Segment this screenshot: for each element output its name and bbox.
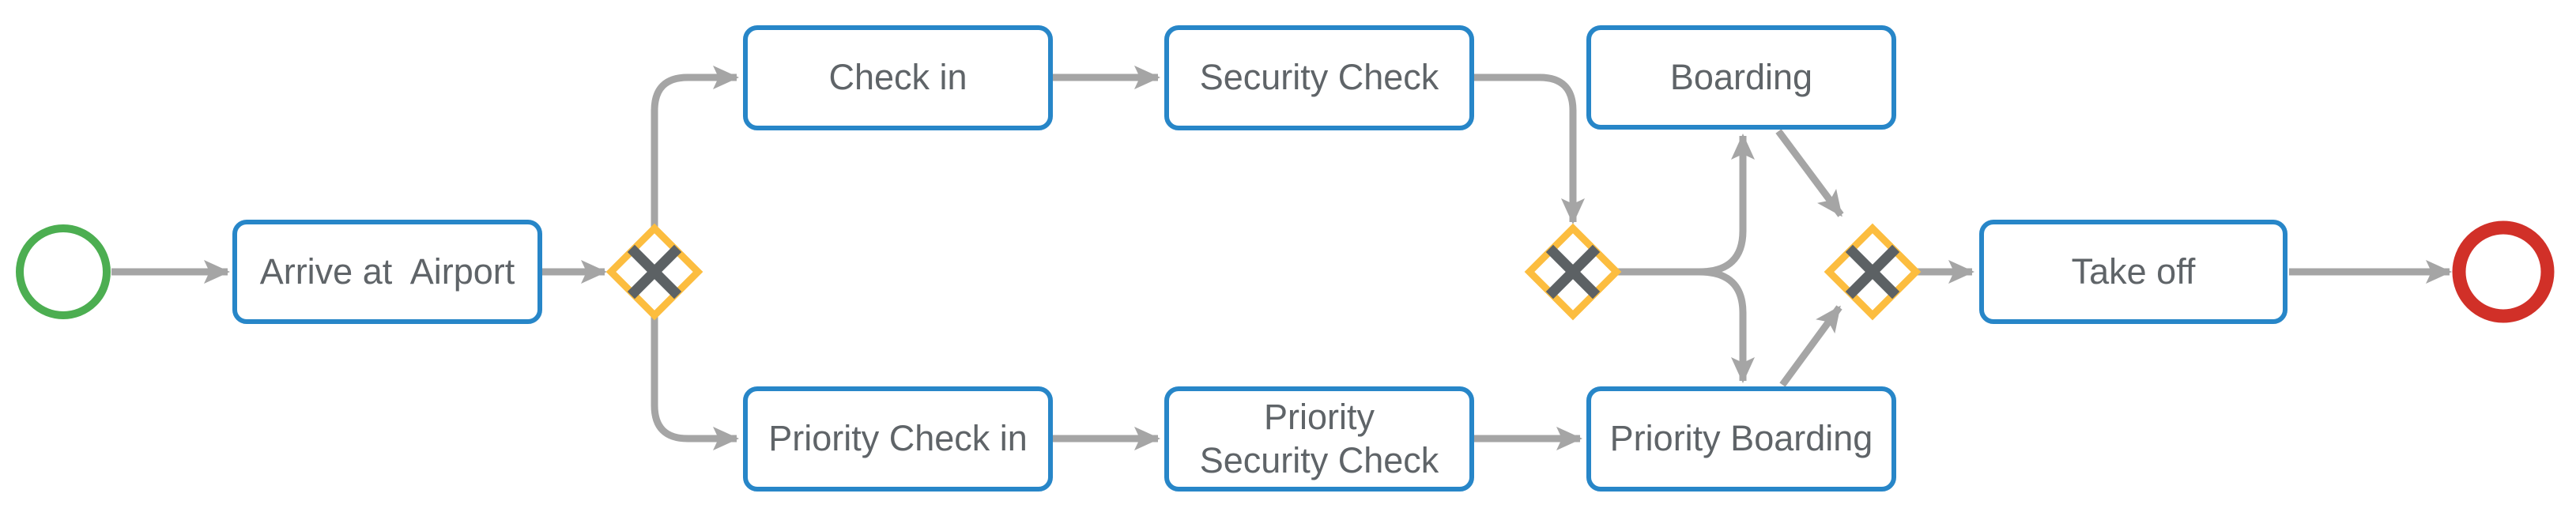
connector-gateway1-to-priority-check-in bbox=[651, 314, 739, 450]
start-event[interactable] bbox=[16, 224, 111, 319]
connector-gateway1-to-check-in bbox=[651, 66, 739, 229]
exclusive-gateway-1[interactable] bbox=[605, 223, 703, 321]
gateway-x-icon bbox=[1845, 244, 1900, 299]
task-label: Arrive at Airport bbox=[259, 250, 515, 292]
gateway-x-icon bbox=[1545, 244, 1601, 299]
task-check-in[interactable]: Check in bbox=[743, 25, 1053, 130]
task-label: Boarding bbox=[1669, 56, 1813, 97]
task-label: Priority Security Check bbox=[1199, 396, 1439, 480]
task-label: Priority Boarding bbox=[1609, 418, 1873, 459]
task-take-off[interactable]: Take off bbox=[1979, 220, 2287, 324]
task-boarding[interactable]: Boarding bbox=[1586, 25, 1896, 130]
task-arrive-at-airport[interactable]: Arrive at Airport bbox=[232, 220, 542, 324]
connector-security-check-to-gateway2 bbox=[1474, 73, 1585, 224]
task-label: Check in bbox=[828, 57, 967, 98]
task-priority-security-check[interactable]: Priority Security Check bbox=[1164, 386, 1474, 492]
connector-gateway2-to-boarding bbox=[1616, 134, 1755, 276]
connector-priority-boarding-to-gateway3 bbox=[1779, 305, 1842, 387]
task-security-check[interactable]: Security Check bbox=[1164, 25, 1474, 130]
task-priority-check-in[interactable]: Priority Check in bbox=[743, 386, 1053, 492]
gateway-x-icon bbox=[627, 244, 682, 299]
task-label: Security Check bbox=[1199, 57, 1439, 98]
task-label: Priority Check in bbox=[768, 418, 1028, 459]
connector-boarding-to-gateway3 bbox=[1775, 129, 1844, 217]
exclusive-gateway-3[interactable] bbox=[1824, 223, 1922, 321]
exclusive-gateway-2[interactable] bbox=[1524, 223, 1622, 321]
task-priority-boarding[interactable]: Priority Boarding bbox=[1586, 386, 1896, 492]
end-event[interactable] bbox=[2452, 220, 2555, 323]
task-label: Take off bbox=[2071, 250, 2196, 292]
connector-gateway2-to-priority-boarding bbox=[1616, 268, 1755, 383]
